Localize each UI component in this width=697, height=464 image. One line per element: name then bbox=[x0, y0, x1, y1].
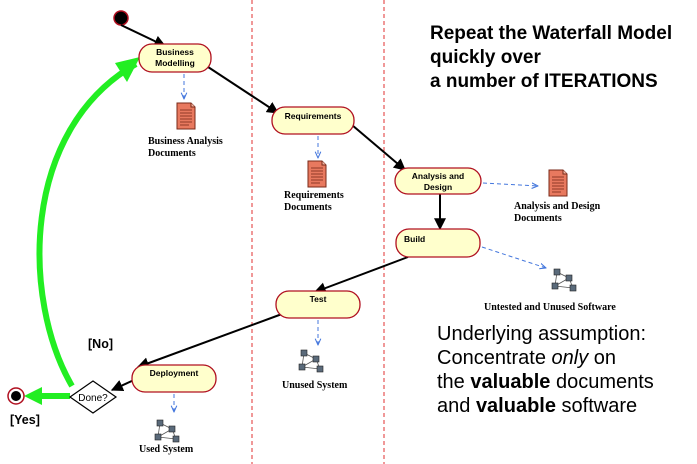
activity-label: Test bbox=[310, 294, 327, 304]
activity-label: Deployment bbox=[150, 368, 199, 378]
network-icon bbox=[551, 268, 577, 292]
decision-done: Done? bbox=[68, 380, 118, 414]
flow-deployment-to-decision bbox=[110, 379, 135, 391]
assumption-line: Concentrate only on bbox=[437, 347, 616, 369]
heading: Repeat the Waterfall Model quickly over … bbox=[430, 23, 672, 92]
artifact-label: Analysis and Design bbox=[514, 201, 601, 212]
activity-label: Analysis and bbox=[412, 171, 464, 181]
dep-build-to-software bbox=[481, 246, 546, 268]
artifact-label: Business Analysis bbox=[148, 136, 223, 147]
heading-line: quickly over bbox=[430, 47, 541, 68]
flow-business-to-requirements bbox=[204, 64, 280, 114]
activity-test: Test bbox=[275, 290, 361, 319]
activity-business-modelling: Business Modelling bbox=[138, 43, 212, 73]
dep-analysis-to-docs bbox=[482, 183, 538, 186]
end-node-core bbox=[11, 391, 21, 401]
network-icon bbox=[154, 419, 180, 443]
artifact-analysis-design-docs: Analysis and Design Documents bbox=[514, 169, 601, 224]
document-icon bbox=[307, 160, 327, 188]
artifact-requirements-docs: Requirements Documents bbox=[284, 160, 344, 213]
decision-label: Done? bbox=[78, 393, 108, 404]
artifact-label: Requirements bbox=[284, 190, 344, 201]
activity-requirements: Requirements bbox=[271, 106, 355, 135]
assumption-line: the valuable documents bbox=[437, 371, 654, 393]
activity-label: Build bbox=[404, 234, 425, 244]
artifact-used-system: Used System bbox=[139, 419, 194, 455]
guard-no: [No] bbox=[88, 337, 113, 351]
activity-label: Modelling bbox=[155, 58, 195, 68]
artifact-untested-software: Untested and Unused Software bbox=[484, 268, 616, 313]
assumption-line: and valuable software bbox=[437, 395, 637, 417]
iteration-arrow bbox=[36, 61, 138, 388]
document-icon bbox=[548, 169, 568, 197]
artifact-label: Unused System bbox=[282, 380, 348, 391]
assumption-line: Underlying assumption: bbox=[437, 323, 646, 345]
activity-deployment: Deployment bbox=[131, 364, 217, 393]
activity-analysis-design: Analysis and Design bbox=[394, 167, 482, 195]
artifact-label: Documents bbox=[284, 202, 332, 213]
activity-build: Build bbox=[395, 228, 481, 258]
heading-line: a number of ITERATIONS bbox=[430, 71, 658, 92]
network-icon bbox=[298, 349, 324, 373]
flow-requirements-to-analysis bbox=[351, 124, 406, 171]
artifact-unused-system: Unused System bbox=[282, 349, 348, 391]
artifact-label: Untested and Unused Software bbox=[484, 302, 616, 313]
artifact-business-analysis: Business Analysis Documents bbox=[148, 102, 223, 159]
assumption-note: Underlying assumption: Concentrate only … bbox=[437, 323, 654, 417]
artifact-label: Documents bbox=[514, 213, 562, 224]
heading-line: Repeat the Waterfall Model bbox=[430, 23, 672, 44]
flow-build-to-test bbox=[313, 256, 409, 294]
iteration-arrowhead bbox=[115, 57, 140, 82]
flow-start-to-business bbox=[120, 24, 167, 47]
artifact-label: Used System bbox=[139, 444, 194, 455]
activity-label: Design bbox=[424, 182, 452, 192]
document-icon bbox=[176, 102, 196, 130]
activity-label: Business bbox=[156, 47, 194, 57]
flow-test-to-deployment bbox=[136, 313, 283, 369]
start-node bbox=[113, 10, 129, 26]
artifact-label: Documents bbox=[148, 148, 196, 159]
guard-yes: [Yes] bbox=[10, 413, 40, 427]
exit-arrowhead bbox=[24, 387, 42, 405]
activity-label: Requirements bbox=[285, 111, 342, 121]
